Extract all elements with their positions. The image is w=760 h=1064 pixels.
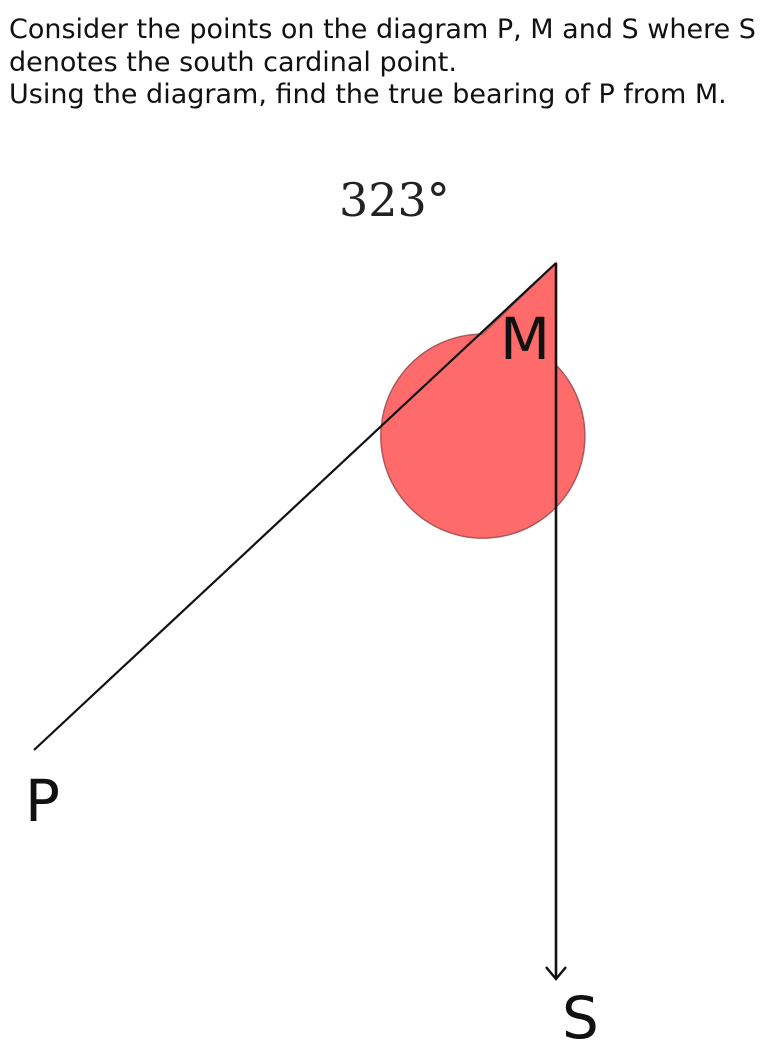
question-text: Consider the points on the diagram P, M … [9,14,757,112]
point-m-label: M [500,305,550,373]
south-arrowhead [545,966,567,981]
point-s-label: S [562,984,599,1052]
line-m-to-p [33,262,557,751]
question-line-1: Consider the points on the diagram P, M … [9,14,756,78]
angle-sector [380,261,586,539]
question-line-2: Using the diagram, find the true bearing… [9,79,727,110]
angle-label: 323° [339,173,450,227]
point-p-label: P [25,767,60,835]
